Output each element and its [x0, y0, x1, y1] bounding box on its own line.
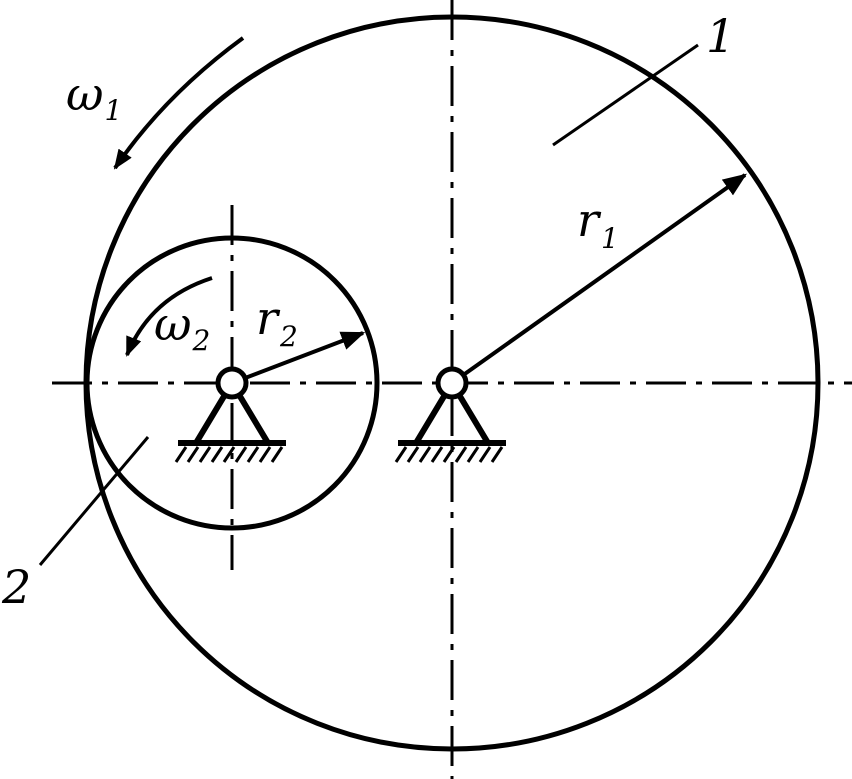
- gear2-label: 2: [1, 560, 31, 614]
- r1-symbol: r: [577, 193, 602, 247]
- omega2-symbol: ω: [154, 297, 192, 351]
- r2-label: r2: [256, 291, 298, 353]
- gear2-circle: [84, 235, 380, 531]
- gear2-pivot-joint: [215, 366, 249, 400]
- omega1-label: ω1: [66, 67, 122, 127]
- gear1-pivot-joint: [435, 366, 469, 400]
- omega1-symbol: ω: [66, 67, 104, 121]
- r2-subscript: 2: [279, 320, 298, 353]
- r1-label: r1: [577, 193, 619, 255]
- r1-subscript: 1: [601, 222, 619, 255]
- gear1-label: 1: [706, 9, 735, 63]
- radius-r2-arrow: [231, 331, 366, 385]
- omega1-rotation-arrow: [113, 36, 245, 170]
- gear1-leader-line: [552, 43, 699, 147]
- radius-r1-arrow: [450, 173, 747, 385]
- gear1-pivot-support: [394, 366, 506, 463]
- gear2-pivot-support: [174, 366, 286, 463]
- omega2-label: ω2: [154, 297, 210, 357]
- r2-symbol: r: [256, 291, 281, 345]
- omega2-subscript: 2: [192, 324, 211, 357]
- omega2-rotation-arrow: [125, 276, 213, 357]
- gear2-leader-line: [38, 436, 150, 566]
- omega1-subscript: 1: [105, 94, 123, 127]
